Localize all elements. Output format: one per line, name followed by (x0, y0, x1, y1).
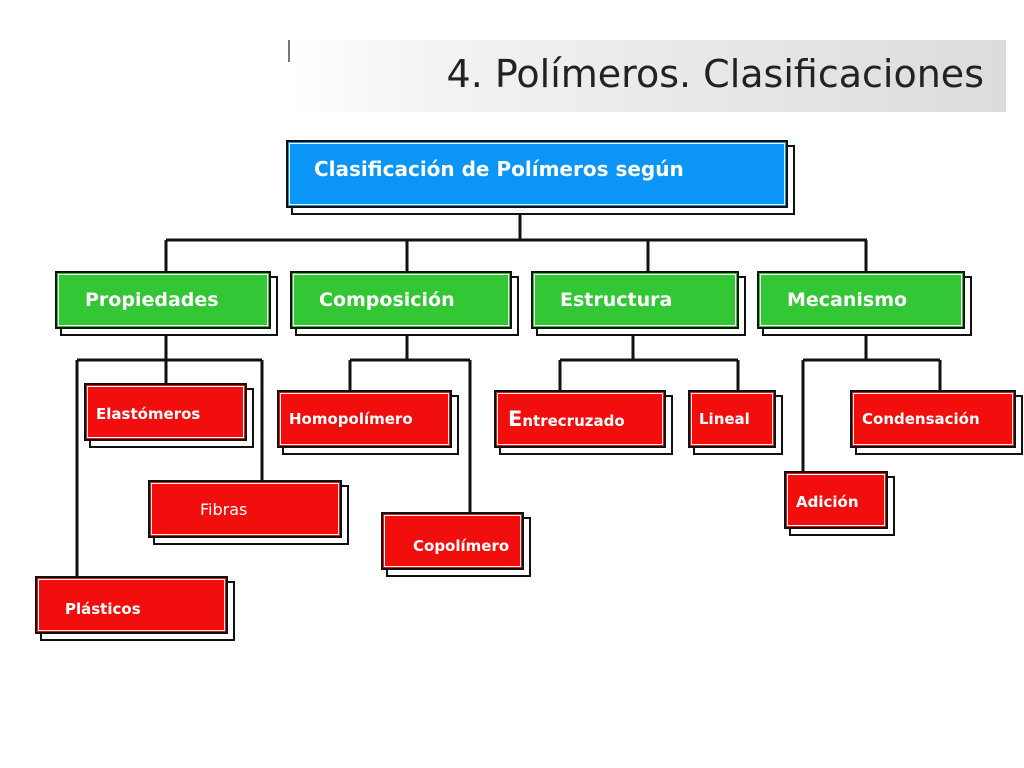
leaf-entrecruzado-initial: E (508, 407, 523, 431)
root-node-label: Clasificación de Polímeros según (314, 157, 684, 181)
title-accent-mark (288, 40, 290, 62)
root-node: Clasificación de Polímeros según (286, 140, 788, 208)
leaf-adicion-label: Adición (796, 493, 859, 511)
category-estructura-label: Estructura (560, 289, 673, 311)
category-mecanismo-label: Mecanismo (787, 289, 908, 311)
leaf-homopolimero-label: Homopolímero (289, 410, 413, 428)
leaf-elastomeros: Elastómeros (84, 383, 247, 441)
category-propiedades: Propiedades (55, 271, 271, 329)
leaf-fibras: Fibras (148, 480, 342, 538)
category-estructura: Estructura (531, 271, 739, 329)
category-propiedades-label: Propiedades (85, 289, 219, 311)
leaf-entrecruzado-label: Entrecruzado (508, 407, 625, 431)
leaf-adicion: Adición (784, 471, 888, 529)
leaf-plasticos-label: Plásticos (65, 600, 141, 618)
slide-title: 4. Polímeros. Clasificaciones (446, 52, 984, 96)
leaf-plasticos: Plásticos (35, 576, 228, 634)
leaf-fibras-label: Fibras (200, 499, 248, 519)
leaf-entrecruzado-rest: ntrecruzado (522, 412, 625, 430)
leaf-homopolimero: Homopolímero (277, 390, 452, 448)
leaf-copolimero-label: Copolímero (413, 537, 510, 555)
leaf-lineal: Lineal (688, 390, 776, 448)
leaf-condensacion: Condensación (850, 390, 1016, 448)
leaf-elastomeros-label: Elastómeros (96, 405, 201, 423)
leaf-copolimero: Copolímero (381, 512, 524, 570)
leaf-lineal-label: Lineal (699, 410, 750, 428)
category-mecanismo: Mecanismo (757, 271, 965, 329)
leaf-condensacion-label: Condensación (862, 410, 980, 428)
leaf-entrecruzado: Entrecruzado (494, 390, 666, 448)
category-composicion-label: Composición (319, 289, 455, 311)
category-composicion: Composición (290, 271, 512, 329)
title-bar (288, 40, 1006, 112)
